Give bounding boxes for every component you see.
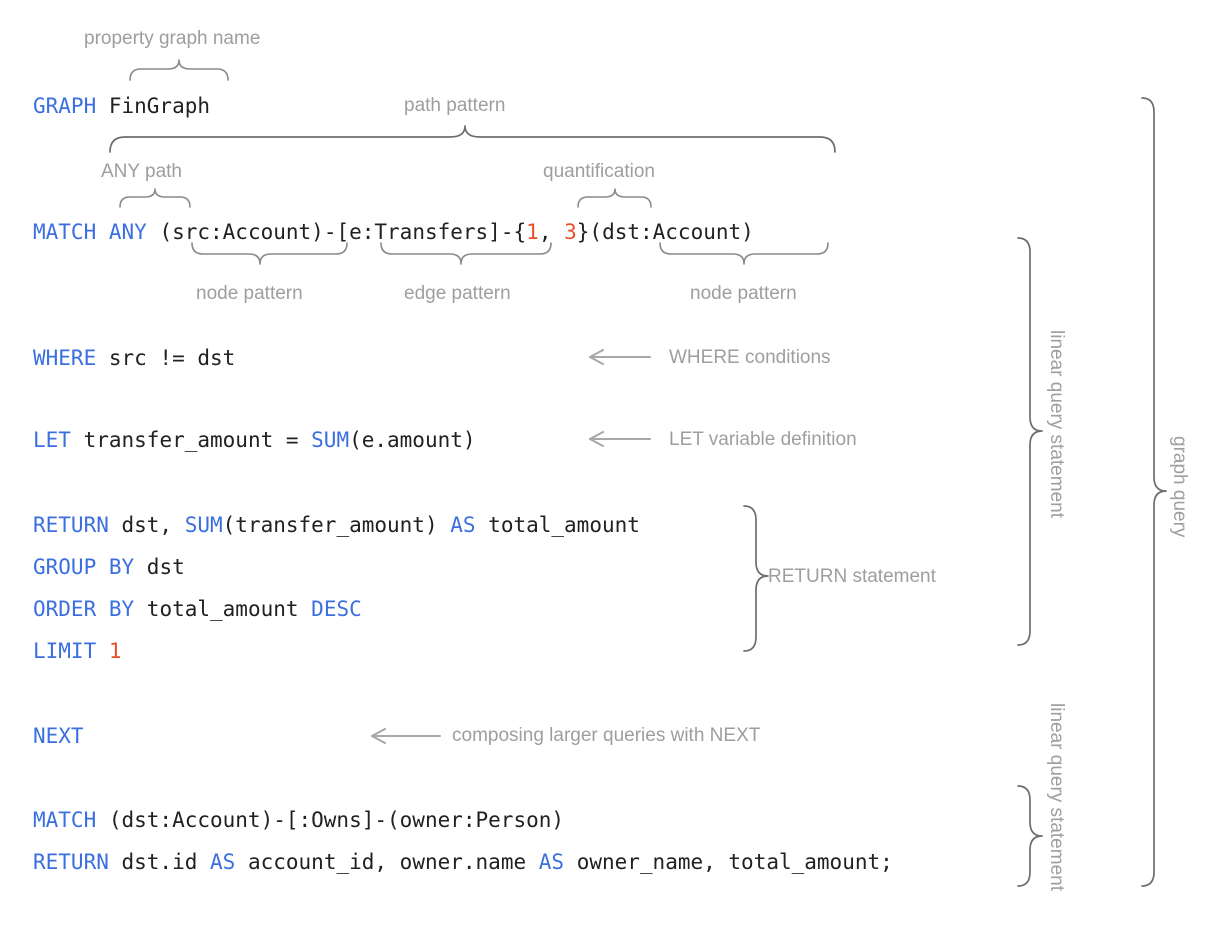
return-items-c: total_amount (475, 513, 640, 537)
brace-node-pattern-right (659, 242, 829, 265)
keyword-as: AS (538, 850, 565, 874)
code-line-next: NEXT (33, 723, 84, 749)
brace-linear-query-statement-2 (1017, 785, 1043, 887)
return-2-items-c: owner_name, total_amount; (564, 850, 893, 874)
where-expression: src != dst (96, 346, 236, 370)
match-2-pattern: (dst:Account)-[:Owns]-(owner:Person) (96, 808, 565, 832)
code-line-graph: GRAPH FinGraph (33, 93, 210, 119)
brace-edge-pattern (380, 242, 552, 265)
code-line-return-2: RETURN dst.id AS account_id, owner.name … (33, 849, 893, 875)
brace-path-pattern (109, 125, 836, 153)
keyword-limit: LIMIT (33, 639, 97, 663)
code-line-group-by: GROUP BY dst (33, 554, 185, 580)
label-return-statement: RETURN statement (768, 566, 936, 587)
code-line-where: WHERE src != dst (33, 345, 235, 371)
edge-dash-left: - (323, 220, 337, 244)
keyword-group: GROUP (33, 555, 97, 579)
label-path-pattern: path pattern (404, 95, 506, 116)
label-quantification: quantification (543, 161, 655, 182)
brace-graph-query (1141, 97, 1167, 887)
label-linear-query-statement-2: linear query statement (1046, 703, 1067, 891)
keyword-by: BY (96, 597, 135, 621)
return-items-b: (transfer_amount) (222, 513, 451, 537)
arrow-composing-with-next (370, 727, 442, 745)
keyword-where: WHERE (33, 346, 97, 370)
label-let-variable-definition: LET variable definition (669, 429, 857, 450)
label-any-path: ANY path (101, 161, 182, 182)
group-by-expression: dst (134, 555, 185, 579)
keyword-order: ORDER (33, 597, 97, 621)
quantifier-lower-bound: 1 (526, 220, 539, 244)
graph-name-value: FinGraph (96, 94, 211, 118)
label-graph-query: graph query (1169, 436, 1190, 538)
quantifier-separator: , (538, 220, 565, 244)
arrow-let-variable-definition (588, 430, 652, 448)
keyword-by: BY (96, 555, 135, 579)
keyword-as: AS (450, 513, 476, 537)
keyword-match: MATCH (33, 220, 97, 244)
edge-pattern-transfers: [e:Transfers] (336, 220, 501, 244)
code-line-match: MATCH ANY (src:Account)-[e:Transfers]-{1… (33, 219, 754, 245)
code-line-order-by: ORDER BY total_amount DESC (33, 596, 362, 622)
quantifier-open-brace: { (513, 220, 527, 244)
brace-return-statement (743, 505, 769, 652)
let-sum-arguments: (e.amount) (349, 428, 476, 452)
return-2-items-b: account_id, owner.name (235, 850, 539, 874)
label-where-conditions: WHERE conditions (669, 347, 831, 368)
keyword-match: MATCH (33, 808, 97, 832)
label-property-graph-name: property graph name (84, 28, 261, 49)
keyword-any: ANY (96, 220, 147, 244)
brace-any-path (119, 188, 191, 208)
function-sum: SUM (311, 428, 350, 452)
return-items-a: dst, (108, 513, 185, 537)
quantifier-upper-bound: 3 (564, 220, 577, 244)
brace-quantification (577, 188, 652, 208)
keyword-return: RETURN (33, 513, 109, 537)
keyword-desc: DESC (311, 597, 362, 621)
keyword-graph: GRAPH (33, 94, 97, 118)
return-2-items-a: dst.id (108, 850, 211, 874)
keyword-as: AS (210, 850, 236, 874)
keyword-next: NEXT (33, 724, 84, 748)
arrow-where-conditions (588, 348, 652, 366)
label-edge-pattern: edge pattern (404, 283, 511, 304)
code-line-match-2: MATCH (dst:Account)-[:Owns]-(owner:Perso… (33, 807, 564, 833)
brace-node-pattern-left (191, 242, 348, 265)
quantifier-close-brace: } (576, 220, 590, 244)
limit-value: 1 (108, 639, 122, 663)
code-line-limit: LIMIT 1 (33, 638, 122, 664)
code-line-return-1: RETURN dst, SUM(transfer_amount) AS tota… (33, 512, 640, 538)
let-variable-assignment: transfer_amount = (70, 428, 312, 452)
function-sum: SUM (184, 513, 223, 537)
label-linear-query-statement-1: linear query statement (1046, 330, 1067, 518)
code-line-let: LET transfer_amount = SUM(e.amount) (33, 427, 476, 453)
limit-space (96, 639, 109, 663)
keyword-return: RETURN (33, 850, 109, 874)
node-pattern-src: (src:Account) (146, 220, 324, 244)
node-pattern-dst: (dst:Account) (589, 220, 754, 244)
brace-property-graph-name (129, 59, 229, 81)
label-node-pattern-right: node pattern (690, 283, 797, 304)
keyword-let: LET (33, 428, 71, 452)
label-node-pattern-left: node pattern (196, 283, 303, 304)
label-composing-with-next: composing larger queries with NEXT (452, 725, 761, 746)
order-by-expression: total_amount (134, 597, 312, 621)
edge-dash-right: - (500, 220, 514, 244)
brace-linear-query-statement-1 (1017, 237, 1043, 646)
